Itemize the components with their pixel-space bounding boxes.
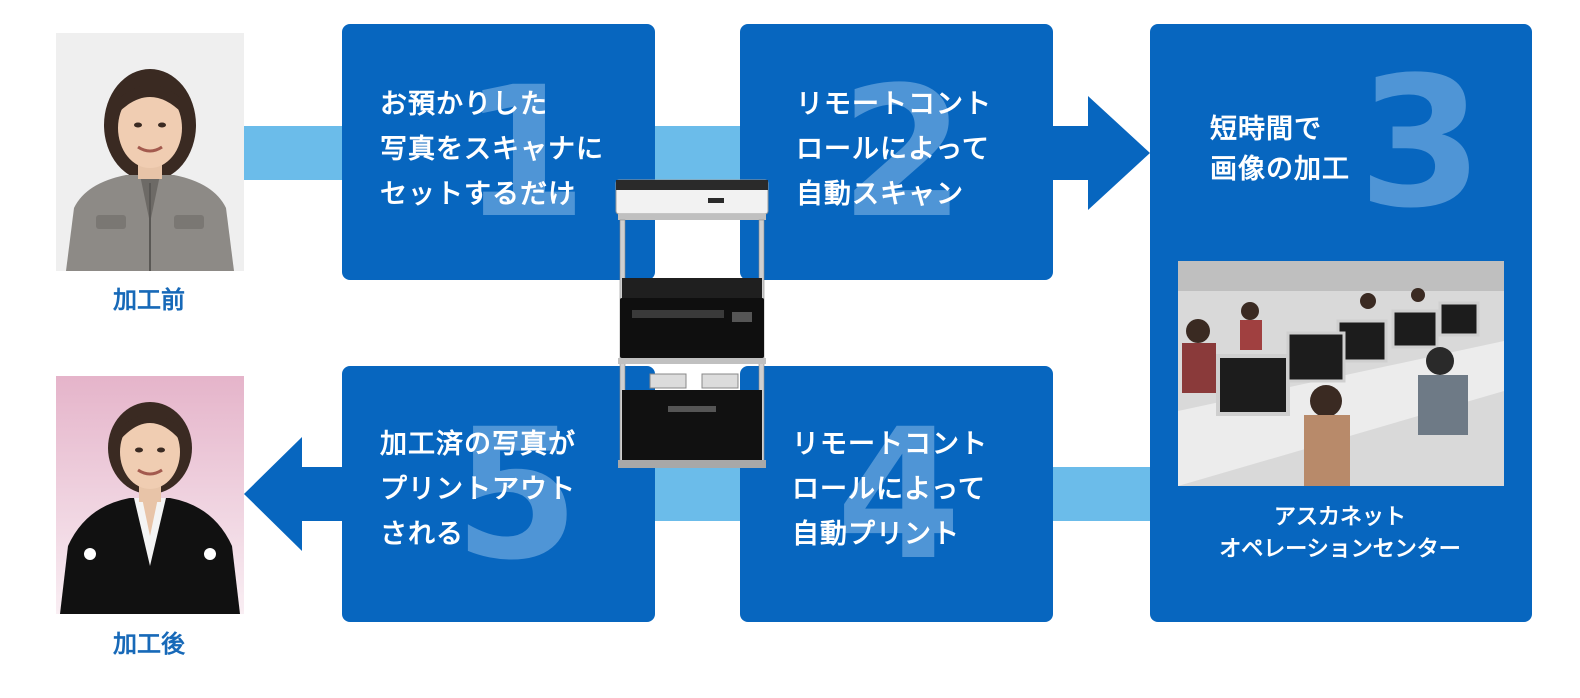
- operation-center-label: アスカネット オペレーションセンター: [1219, 505, 1461, 562]
- after-caption: 加工後: [113, 630, 185, 658]
- scanner-printer-rack-icon: [615, 179, 769, 468]
- connector-step3-to-step4: [1052, 467, 1152, 521]
- step-3-panel: 3 短時間で 画像の加工 アスカネット オペレーションセンター: [1150, 24, 1532, 622]
- arrow-right-icon: [1088, 96, 1150, 210]
- step-4-text: リモートコント ロールによって 自動プリント: [792, 429, 988, 550]
- arrow-left-icon: [244, 437, 302, 551]
- step-3-number: 3: [1358, 39, 1484, 248]
- connector-step5-to-after: [296, 467, 346, 521]
- office-workers-at-computers-icon: [1178, 261, 1504, 486]
- step-1-panel: 1 お預かりした 写真をスキャナに セットするだけ: [342, 24, 655, 280]
- step-3-text: 短時間で 画像の加工: [1210, 114, 1350, 185]
- step-5-text: 加工済の写真が プリントアウト される: [380, 429, 576, 550]
- operation-center-photo: [1178, 261, 1504, 486]
- step-2-text: リモートコント ロールによって 自動スキャン: [796, 89, 992, 210]
- step-4-panel: 4 リモートコント ロールによって 自動プリント: [740, 366, 1053, 622]
- step-5-number: 5: [454, 391, 580, 600]
- woman-in-cardigan-portrait-icon: [56, 33, 244, 271]
- before-photo: [56, 33, 244, 271]
- after-photo: [56, 376, 244, 614]
- step-2-panel: 2 リモートコント ロールによって 自動スキャン: [740, 24, 1053, 280]
- woman-in-kimono-portrait-icon: [56, 376, 244, 614]
- step-4-number: 4: [836, 391, 962, 600]
- step-5-panel: 5 加工済の写真が プリントアウト される: [342, 366, 655, 622]
- before-caption: 加工前: [113, 286, 185, 314]
- step-2-number: 2: [840, 49, 966, 258]
- connector-step2-to-step3: [1052, 126, 1092, 180]
- step-1-number: 1: [462, 49, 588, 258]
- connector-before-to-step1: [244, 126, 344, 180]
- connector-step1-to-step2: [655, 126, 741, 180]
- step-1-text: お預かりした 写真をスキャナに セットするだけ: [380, 89, 604, 210]
- connector-step4-to-step5: [655, 467, 741, 521]
